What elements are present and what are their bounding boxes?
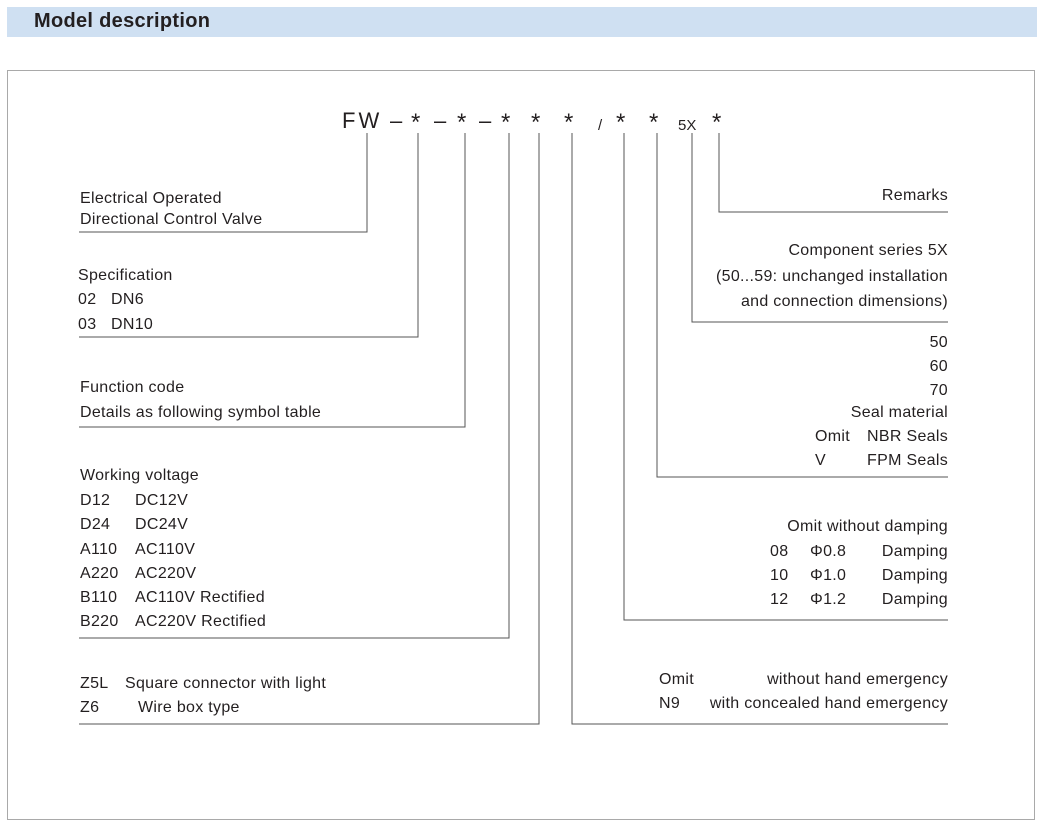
spec-code-03: 03 xyxy=(78,316,97,333)
damping-code-10: 10 xyxy=(770,567,789,584)
code-dash-3: – xyxy=(479,108,492,133)
voltage-code-d12: D12 xyxy=(80,492,111,509)
seal-desc-nbr: NBR Seals xyxy=(867,428,948,445)
spec-code-02: 02 xyxy=(78,291,97,308)
code-star-7: * xyxy=(649,109,659,136)
valve-type-line1: Electrical Operated xyxy=(80,190,222,207)
damping-size-08: Φ0.8 xyxy=(810,543,847,560)
component-series-line3: and connection dimensions) xyxy=(740,293,948,310)
code-dash-2: – xyxy=(434,108,447,133)
damping-desc-10: Damping xyxy=(881,567,948,584)
code-star-2: * xyxy=(457,109,467,136)
connector-code-z5l: Z5L xyxy=(80,675,109,692)
code-star-4: * xyxy=(531,109,541,136)
emergency-code-n9: N9 xyxy=(659,695,681,712)
leader-series xyxy=(691,133,948,323)
voltage-desc-a110: AC110V xyxy=(135,541,196,558)
leader-connector xyxy=(79,133,540,725)
remarks-label: Remarks xyxy=(881,187,948,204)
damping-size-12: Φ1.2 xyxy=(810,591,847,608)
damping-code-08: 08 xyxy=(770,543,789,560)
seal-desc-fpm: FPM Seals xyxy=(867,452,948,469)
series-value-70: 70 xyxy=(929,382,948,399)
code-prefix: FW xyxy=(342,108,383,133)
connector-code-z6: Z6 xyxy=(80,699,100,716)
code-dash-1: – xyxy=(390,108,403,133)
voltage-code-b110: B110 xyxy=(80,589,118,606)
leader-damping xyxy=(623,133,948,621)
spec-desc-02: DN6 xyxy=(111,291,144,308)
function-code-title: Function code xyxy=(80,379,185,396)
emergency-desc-n9: with concealed hand emergency xyxy=(709,695,948,712)
code-star-1: * xyxy=(411,109,421,136)
code-slash: / xyxy=(598,117,603,134)
leader-function-code xyxy=(79,133,466,428)
valve-type-line2: Directional Control Valve xyxy=(80,211,263,228)
voltage-code-a110: A110 xyxy=(80,541,118,558)
component-series-line2: (50...59: unchanged installation xyxy=(716,268,948,285)
series-value-50: 50 xyxy=(929,334,948,351)
code-star-5: * xyxy=(564,109,574,136)
voltage-desc-a220: AC220V xyxy=(135,565,197,582)
section-title: Model description xyxy=(34,10,211,32)
code-star-8: * xyxy=(712,109,722,136)
code-star-6: * xyxy=(616,109,626,136)
leader-remarks xyxy=(718,133,948,213)
voltage-desc-d24: DC24V xyxy=(135,516,189,533)
damping-size-10: Φ1.0 xyxy=(810,567,847,584)
leader-seal xyxy=(656,133,948,478)
diagram-frame xyxy=(7,70,1035,820)
function-code-desc: Details as following symbol table xyxy=(80,404,322,421)
voltage-code-b220: B220 xyxy=(80,613,119,630)
voltage-code-d24: D24 xyxy=(80,516,111,533)
specification-title: Specification xyxy=(78,267,173,284)
voltage-desc-b220: AC220V Rectified xyxy=(135,613,267,630)
leader-working-voltage xyxy=(79,133,510,639)
damping-desc-12: Damping xyxy=(881,591,948,608)
emergency-desc-omit: without hand emergency xyxy=(767,671,948,688)
section-header: Model description xyxy=(7,7,1037,37)
seal-material-title: Seal material xyxy=(850,404,948,421)
series-value-60: 60 xyxy=(929,358,948,375)
code-series: 5X xyxy=(678,117,697,134)
damping-desc-08: Damping xyxy=(881,543,948,560)
emergency-code-omit: Omit xyxy=(659,671,694,688)
voltage-desc-b110: AC110V Rectified xyxy=(135,589,265,606)
spec-desc-03: DN10 xyxy=(111,316,154,333)
leader-valve-type xyxy=(79,133,368,233)
connector-desc-z5l: Square connector with light xyxy=(125,675,327,692)
leader-specification xyxy=(79,133,419,338)
working-voltage-title: Working voltage xyxy=(80,467,199,484)
connector-desc-z6: Wire box type xyxy=(138,699,240,716)
damping-title: Omit without damping xyxy=(787,518,948,535)
leader-emergency xyxy=(571,133,948,725)
voltage-code-a220: A220 xyxy=(80,565,119,582)
component-series-line1: Component series 5X xyxy=(788,242,948,259)
damping-code-12: 12 xyxy=(770,591,789,608)
seal-code-v: V xyxy=(815,452,826,469)
voltage-desc-d12: DC12V xyxy=(135,492,189,509)
code-star-3: * xyxy=(501,109,511,136)
seal-code-omit: Omit xyxy=(815,428,850,445)
